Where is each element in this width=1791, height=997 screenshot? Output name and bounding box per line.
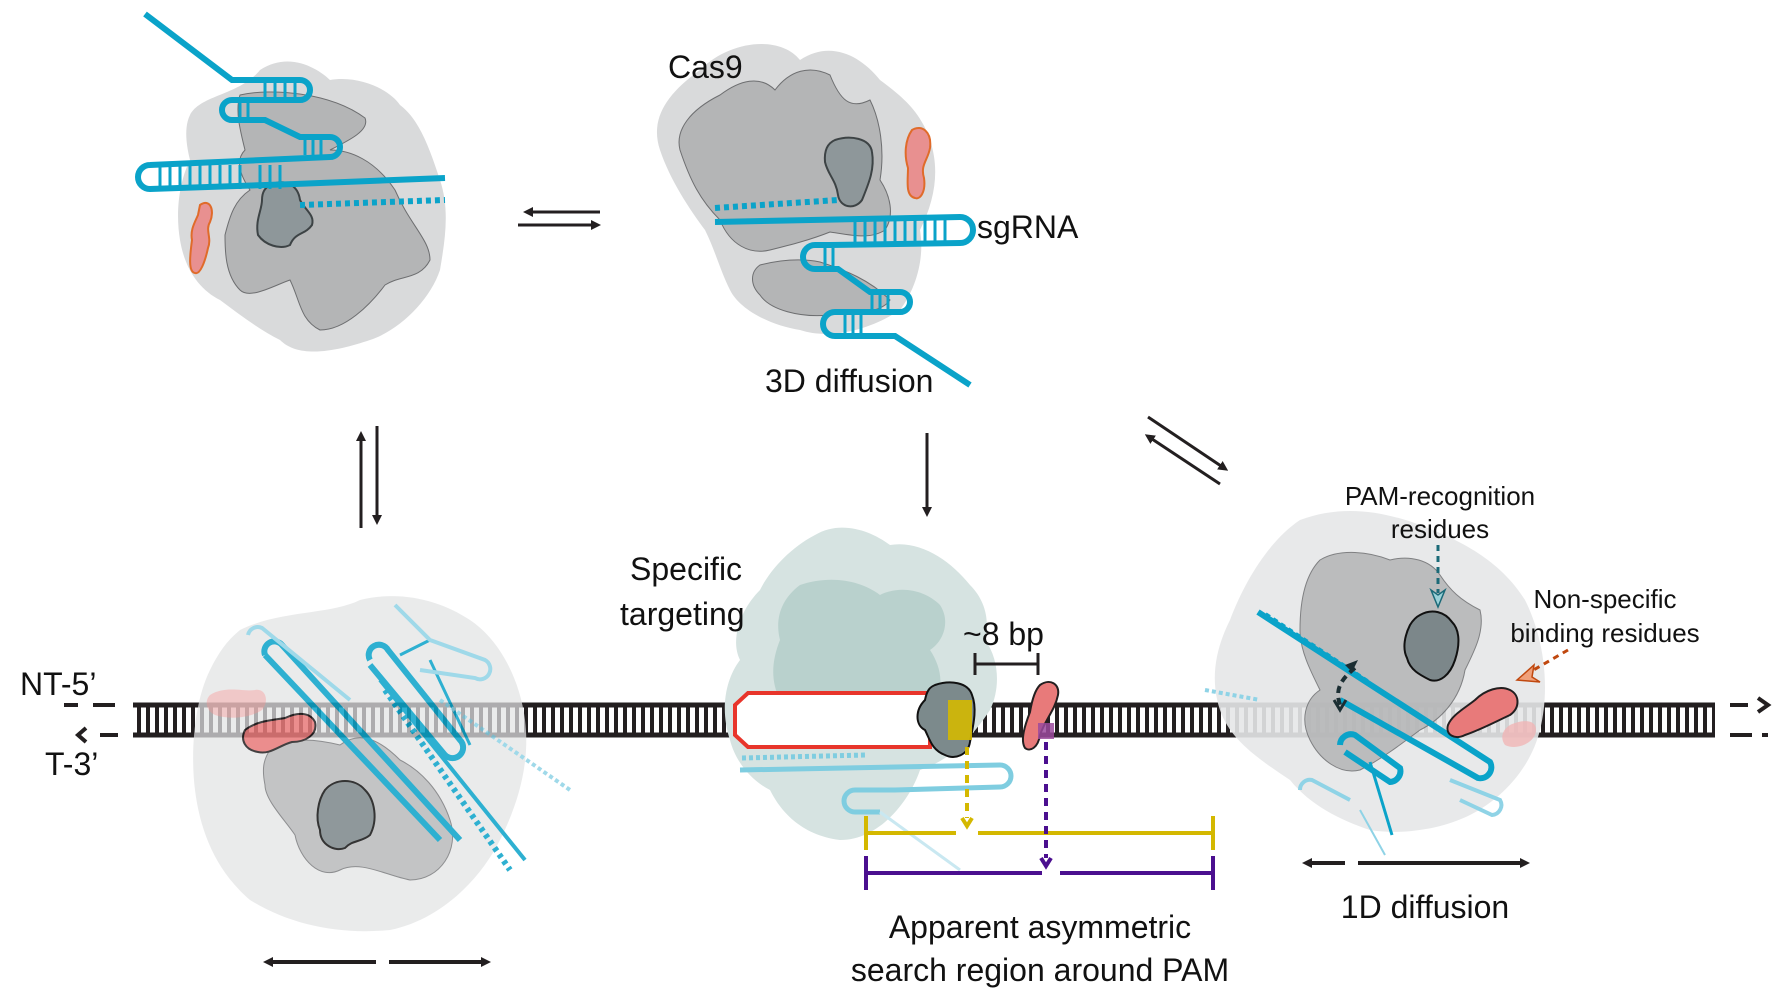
nonspecific-residues-faded (1502, 721, 1536, 747)
nonspecific-residues (1446, 687, 1519, 738)
nt-strand-arrow-icon (1756, 696, 1772, 714)
sgrna-left (135, 11, 446, 208)
sgrna-label: sgRNA (977, 209, 1079, 245)
protein-domain-mid (1299, 551, 1482, 772)
protein-core-dark (1403, 610, 1460, 682)
sgrna-sliding-faded (1204, 688, 1504, 856)
cas9-bound-specific (724, 527, 1060, 872)
pam-site-yellow (948, 700, 972, 740)
sgrna-top (714, 197, 976, 388)
cas9-free-top (656, 43, 976, 388)
r-loop-bubble (733, 691, 932, 749)
spacing-label: ~8 bp (963, 616, 1044, 652)
cas9-bound-nonspecific (193, 596, 572, 932)
pam-search-bracket (864, 747, 1215, 850)
seed-search-bracket (864, 742, 1215, 890)
sliding-arrowhead-icon (1345, 660, 1358, 672)
t-strand-label: T-3’ (45, 746, 98, 782)
protein-core-dark (823, 136, 874, 208)
nonspecific-label-2: binding residues (1510, 618, 1699, 648)
seed-site-purple (1038, 723, 1054, 739)
protein-core-dark (256, 181, 314, 248)
nonspecific-residues (242, 712, 317, 754)
specific-targeting-label-2: targeting (620, 596, 745, 632)
equilibrium-arrow-diagonal (1144, 415, 1229, 486)
nt-strand-label: NT-5’ (20, 666, 96, 702)
pam-recognition-label-2: residues (1391, 514, 1489, 544)
equilibrium-arrow-horizontal (518, 207, 601, 230)
cas9-bound-sliding (1204, 510, 1545, 856)
protein-core-dark (316, 780, 376, 850)
nonspecific-residues-faded (206, 689, 266, 718)
nonspecific-pointer (1515, 648, 1569, 683)
sgrna-bound-left-faded (246, 603, 572, 792)
search-region-label-1: Apparent asymmetric (889, 909, 1191, 945)
specific-targeting-label-1: Specific (630, 551, 742, 587)
cas9-label: Cas9 (668, 49, 743, 85)
cas9-free-left (135, 11, 446, 352)
t-strand-arrow-icon (74, 726, 88, 744)
sgrna-bound-specific-faded (739, 752, 1014, 872)
diffusion-3d-label: 3D diffusion (765, 363, 933, 399)
equilibrium-arrow-vertical (356, 426, 382, 528)
search-region-label-2: search region around PAM (851, 952, 1229, 988)
nonspecific-label-1: Non-specific (1533, 584, 1676, 614)
pam-recognition-label-1: PAM-recognition (1345, 481, 1535, 511)
nonspecific-residues (904, 127, 932, 200)
spacing-bracket (973, 653, 1040, 675)
sgrna-sliding (1256, 609, 1495, 836)
nonspecific-residues (189, 202, 213, 275)
sliding-arrowhead-icon (1332, 699, 1348, 713)
pam-recognition-pointer (1429, 545, 1447, 609)
diffusion-1d-label: 1D diffusion (1341, 889, 1509, 925)
nonspecific-residues (1021, 681, 1060, 751)
